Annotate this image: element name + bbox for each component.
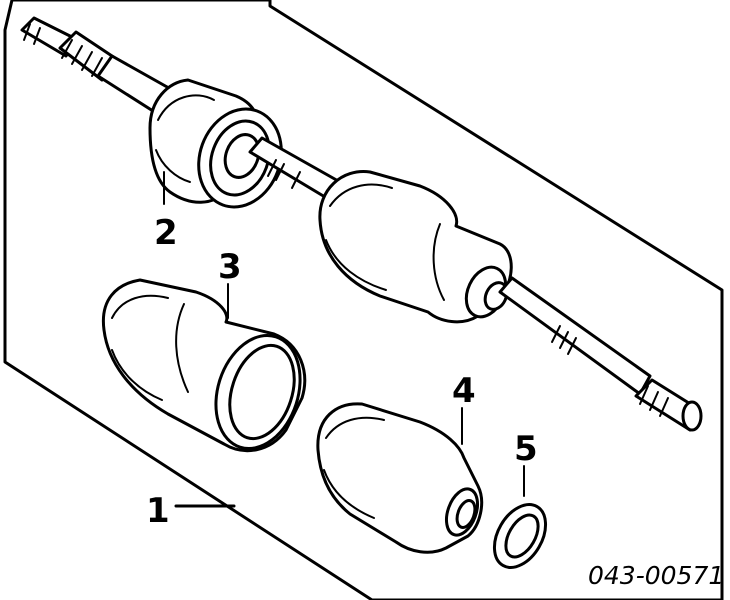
right-spline-stub	[634, 378, 703, 432]
callout-1: 1	[146, 491, 170, 531]
diagram-code: 043-00571	[588, 561, 724, 590]
clamp-ring-part-5	[492, 503, 548, 569]
shaft-right-section	[498, 276, 652, 396]
callout-3: 3	[218, 247, 242, 287]
inner-cv-joint	[318, 170, 513, 324]
boot-kit-part-3	[101, 278, 307, 453]
callout-5: 5	[514, 429, 538, 469]
drive-shaft-assembly	[20, 16, 703, 432]
outer-cv-joint	[148, 78, 283, 209]
boot-part-4	[316, 402, 484, 554]
shaft-right-rings	[551, 325, 577, 355]
diagram-frame	[3, 0, 724, 600]
callout-2: 2	[154, 213, 178, 253]
shaft-middle-rings	[267, 159, 301, 189]
callout-4: 4	[452, 371, 476, 411]
